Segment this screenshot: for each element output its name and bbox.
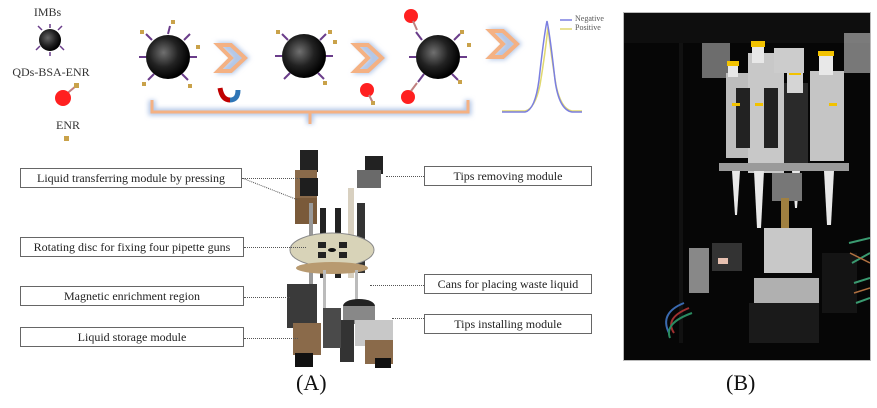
leader-line <box>242 178 300 179</box>
arrow-chevron-icon <box>213 42 250 74</box>
legend-label-imbs: IMBs <box>33 5 62 19</box>
immunomagnetic-bead-icon <box>35 24 65 56</box>
bead-with-antibodies-icon <box>139 20 200 88</box>
callout-cans-waste-liquid: Cans for placing waste liquid <box>424 274 592 294</box>
spectrum-negative-curve <box>502 20 582 113</box>
callout-rotating-disc: Rotating disc for fixing four pipette gu… <box>20 237 244 257</box>
callout-tips-installing-module: Tips installing module <box>424 314 592 334</box>
workflow-diagram <box>139 9 522 124</box>
callout-liquid-storage-module: Liquid storage module <box>20 327 244 347</box>
quantum-dot-probe-icon <box>360 83 375 105</box>
leader-line <box>244 297 290 298</box>
leader-line <box>244 338 298 339</box>
callout-tips-removing-module: Tips removing module <box>424 166 592 186</box>
callout-liquid-transferring-module: Liquid transferring module by pressing <box>20 168 242 188</box>
photo-content <box>624 13 870 360</box>
leader-line <box>370 285 424 286</box>
legend-label-qds-bsa-enr: QDs-BSA-ENR <box>12 65 90 79</box>
panel-label-a: (A) <box>296 370 327 395</box>
arrow-chevron-icon <box>350 42 387 74</box>
magnet-icon <box>217 87 241 103</box>
device-3d-rendering <box>287 150 393 368</box>
spectrum-legend-positive: Positive <box>575 23 601 32</box>
bracket-connector <box>148 100 472 124</box>
spectrum-positive-curve <box>502 26 582 112</box>
fluorescence-spectrum-icon <box>502 19 582 113</box>
bead-with-probes-icon <box>401 9 471 104</box>
quantum-dot-probe-icon <box>55 83 79 106</box>
arrow-chevron-icon <box>485 28 522 60</box>
leader-line <box>386 176 424 177</box>
legend-label-enr: ENR <box>56 118 80 132</box>
callout-magnetic-enrichment-region: Magnetic enrichment region <box>20 286 244 306</box>
panel-label-b: (B) <box>726 370 756 395</box>
leader-line <box>242 178 299 201</box>
device-photograph <box>623 12 871 361</box>
enrofloxacin-molecule-icon <box>64 136 69 141</box>
bead-with-antibodies-icon <box>275 30 337 85</box>
spectrum-legend-negative: Negative <box>575 14 604 23</box>
leader-line <box>392 318 424 319</box>
leader-line <box>244 247 306 248</box>
